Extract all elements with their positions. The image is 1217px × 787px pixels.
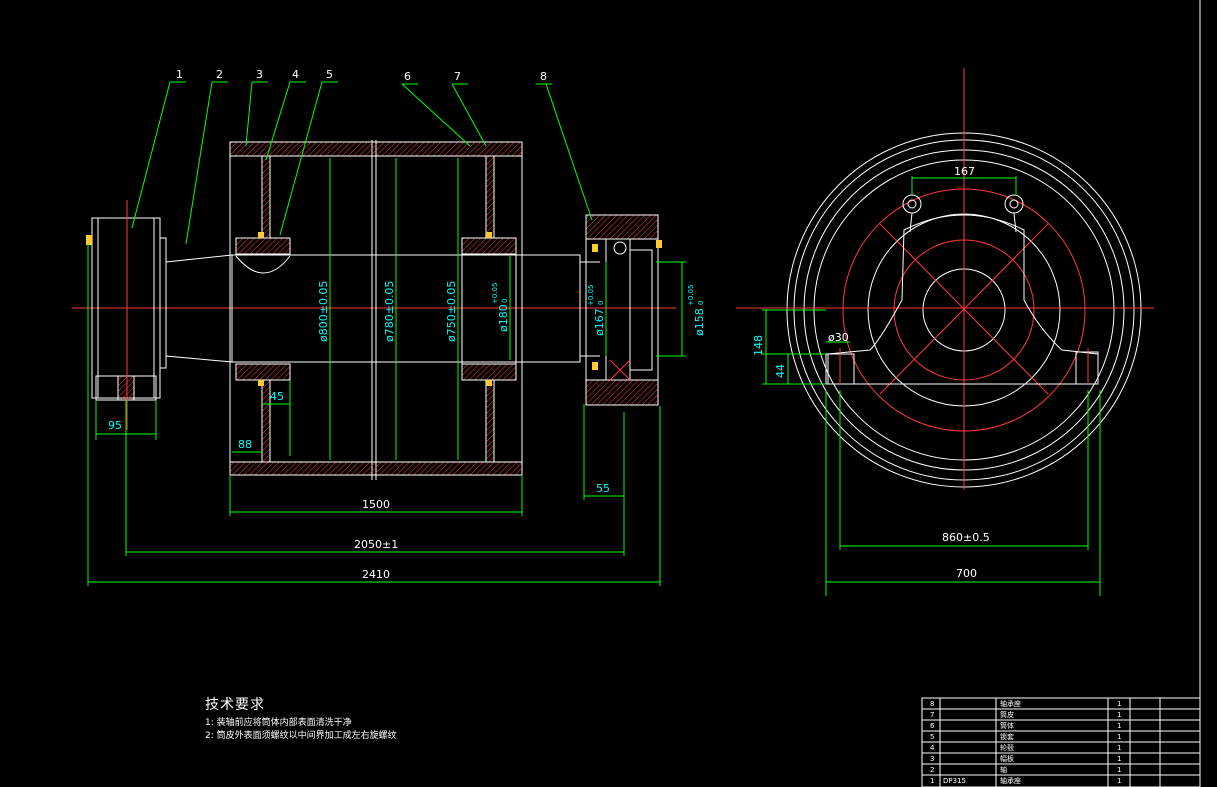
dim-45: 45 (270, 390, 284, 403)
right-web-plate (485, 155, 495, 239)
bom-cell-no: 5 (930, 733, 934, 741)
dim-d167-tol2: 0 (597, 301, 605, 305)
bom-cell-no: 2 (930, 766, 934, 774)
tech-title: 技术要求 (205, 697, 265, 713)
left-hub (235, 237, 291, 255)
right-hub (461, 237, 517, 255)
tech-line-1: 1: 装轴前应将筒体内部表面清洗干净 (205, 718, 352, 728)
bom-cell-name: 轴 (1000, 765, 1007, 774)
bom-cell-qty: 1 (1117, 777, 1121, 785)
dim-2410: 2410 (362, 568, 390, 581)
dim-d800: ø800±0.05 (317, 281, 330, 342)
dim-side-860: 860±0.5 (942, 531, 990, 544)
bom-cell-name: 筒体 (1000, 721, 1014, 730)
dim-d180-tol2: 0 (501, 299, 509, 303)
bom-cell-no: 4 (930, 744, 935, 752)
bom-cell-name: 幅板 (1000, 754, 1014, 763)
balloon-7: 7 (454, 70, 461, 83)
bom-cell-no: 1 (930, 777, 934, 785)
bom-cell-qty: 1 (1117, 700, 1121, 708)
bom-cell-name: 轴承座 (1000, 776, 1021, 785)
side-view (736, 68, 1154, 596)
dim-2050: 2050±1 (354, 538, 398, 551)
dim-d167-tol: +0.05 (587, 285, 595, 306)
dim-d167: ø167 (593, 308, 606, 336)
left-web-plate (261, 155, 271, 239)
bom-table (921, 697, 1201, 787)
bom-cell-qty: 1 (1117, 755, 1121, 763)
dim-side-148: 148 (752, 335, 765, 356)
bom-cell-qty: 1 (1117, 744, 1121, 752)
bom-cell-qty: 1 (1117, 711, 1121, 719)
bom-cell-no: 6 (930, 722, 935, 730)
dim-d180: ø180 (497, 304, 510, 332)
balloon-5: 5 (326, 68, 333, 81)
balloon-1: 1 (176, 68, 183, 81)
balloon-4: 4 (292, 68, 299, 81)
bom-cell-qty: 1 (1117, 722, 1121, 730)
bom-cell-code: DP315 (943, 777, 966, 785)
side-dimension-text: 167 148 44 ø30 860±0.5 700 (752, 165, 990, 580)
dim-side-700: 700 (956, 567, 977, 580)
dim-55: 55 (596, 482, 610, 495)
bom-cell-name: 轮毂 (1000, 743, 1014, 752)
front-dimension-text: ø800±0.05 ø780±0.05 ø750±0.05 ø180 +0.05… (108, 281, 706, 581)
bom-cell-qty: 1 (1117, 733, 1121, 741)
balloon-2: 2 (216, 68, 223, 81)
dim-d158-tol: +0.05 (687, 285, 695, 306)
dim-88: 88 (238, 438, 252, 451)
dim-d180-tol: +0.05 (491, 283, 499, 304)
dim-side-d30: ø30 (828, 331, 849, 344)
tech-line-2: 2: 筒皮外表面须螺纹以中间界加工成左右旋螺纹 (205, 731, 397, 741)
dim-d158-tol2: 0 (697, 301, 705, 305)
dim-d158: ø158 (693, 308, 706, 336)
bom-cell-no: 7 (930, 711, 934, 719)
bom-cell-name: 筒皮 (1000, 710, 1014, 719)
balloon-6: 6 (404, 70, 411, 83)
dim-95: 95 (108, 419, 122, 432)
balloon-leaders (131, 81, 593, 245)
balloon-8: 8 (540, 70, 547, 83)
balloon-numbers: 1 2 3 4 5 6 7 8 (176, 68, 547, 83)
bom-cell-name: 锁套 (1000, 732, 1014, 741)
balloon-3: 3 (256, 68, 263, 81)
bom-cell-qty: 1 (1117, 766, 1121, 774)
dim-1500: 1500 (362, 498, 390, 511)
bom-cell-no: 8 (930, 700, 934, 708)
dim-side-44: 44 (774, 364, 787, 378)
technical-requirements: 技术要求 1: 装轴前应将筒体内部表面清洗干净 2: 筒皮外表面须螺纹以中间界加… (205, 694, 397, 743)
front-dimension-lines (87, 158, 686, 586)
dim-side-167: 167 (954, 165, 975, 178)
bom-cell-no: 3 (930, 755, 934, 763)
dim-d780: ø780±0.05 (383, 281, 396, 342)
pillow-block-body (827, 214, 1099, 385)
bom-cell-name: 轴承座 (1000, 699, 1021, 708)
dim-d750: ø750±0.05 (445, 281, 458, 342)
front-section-view (72, 81, 686, 586)
